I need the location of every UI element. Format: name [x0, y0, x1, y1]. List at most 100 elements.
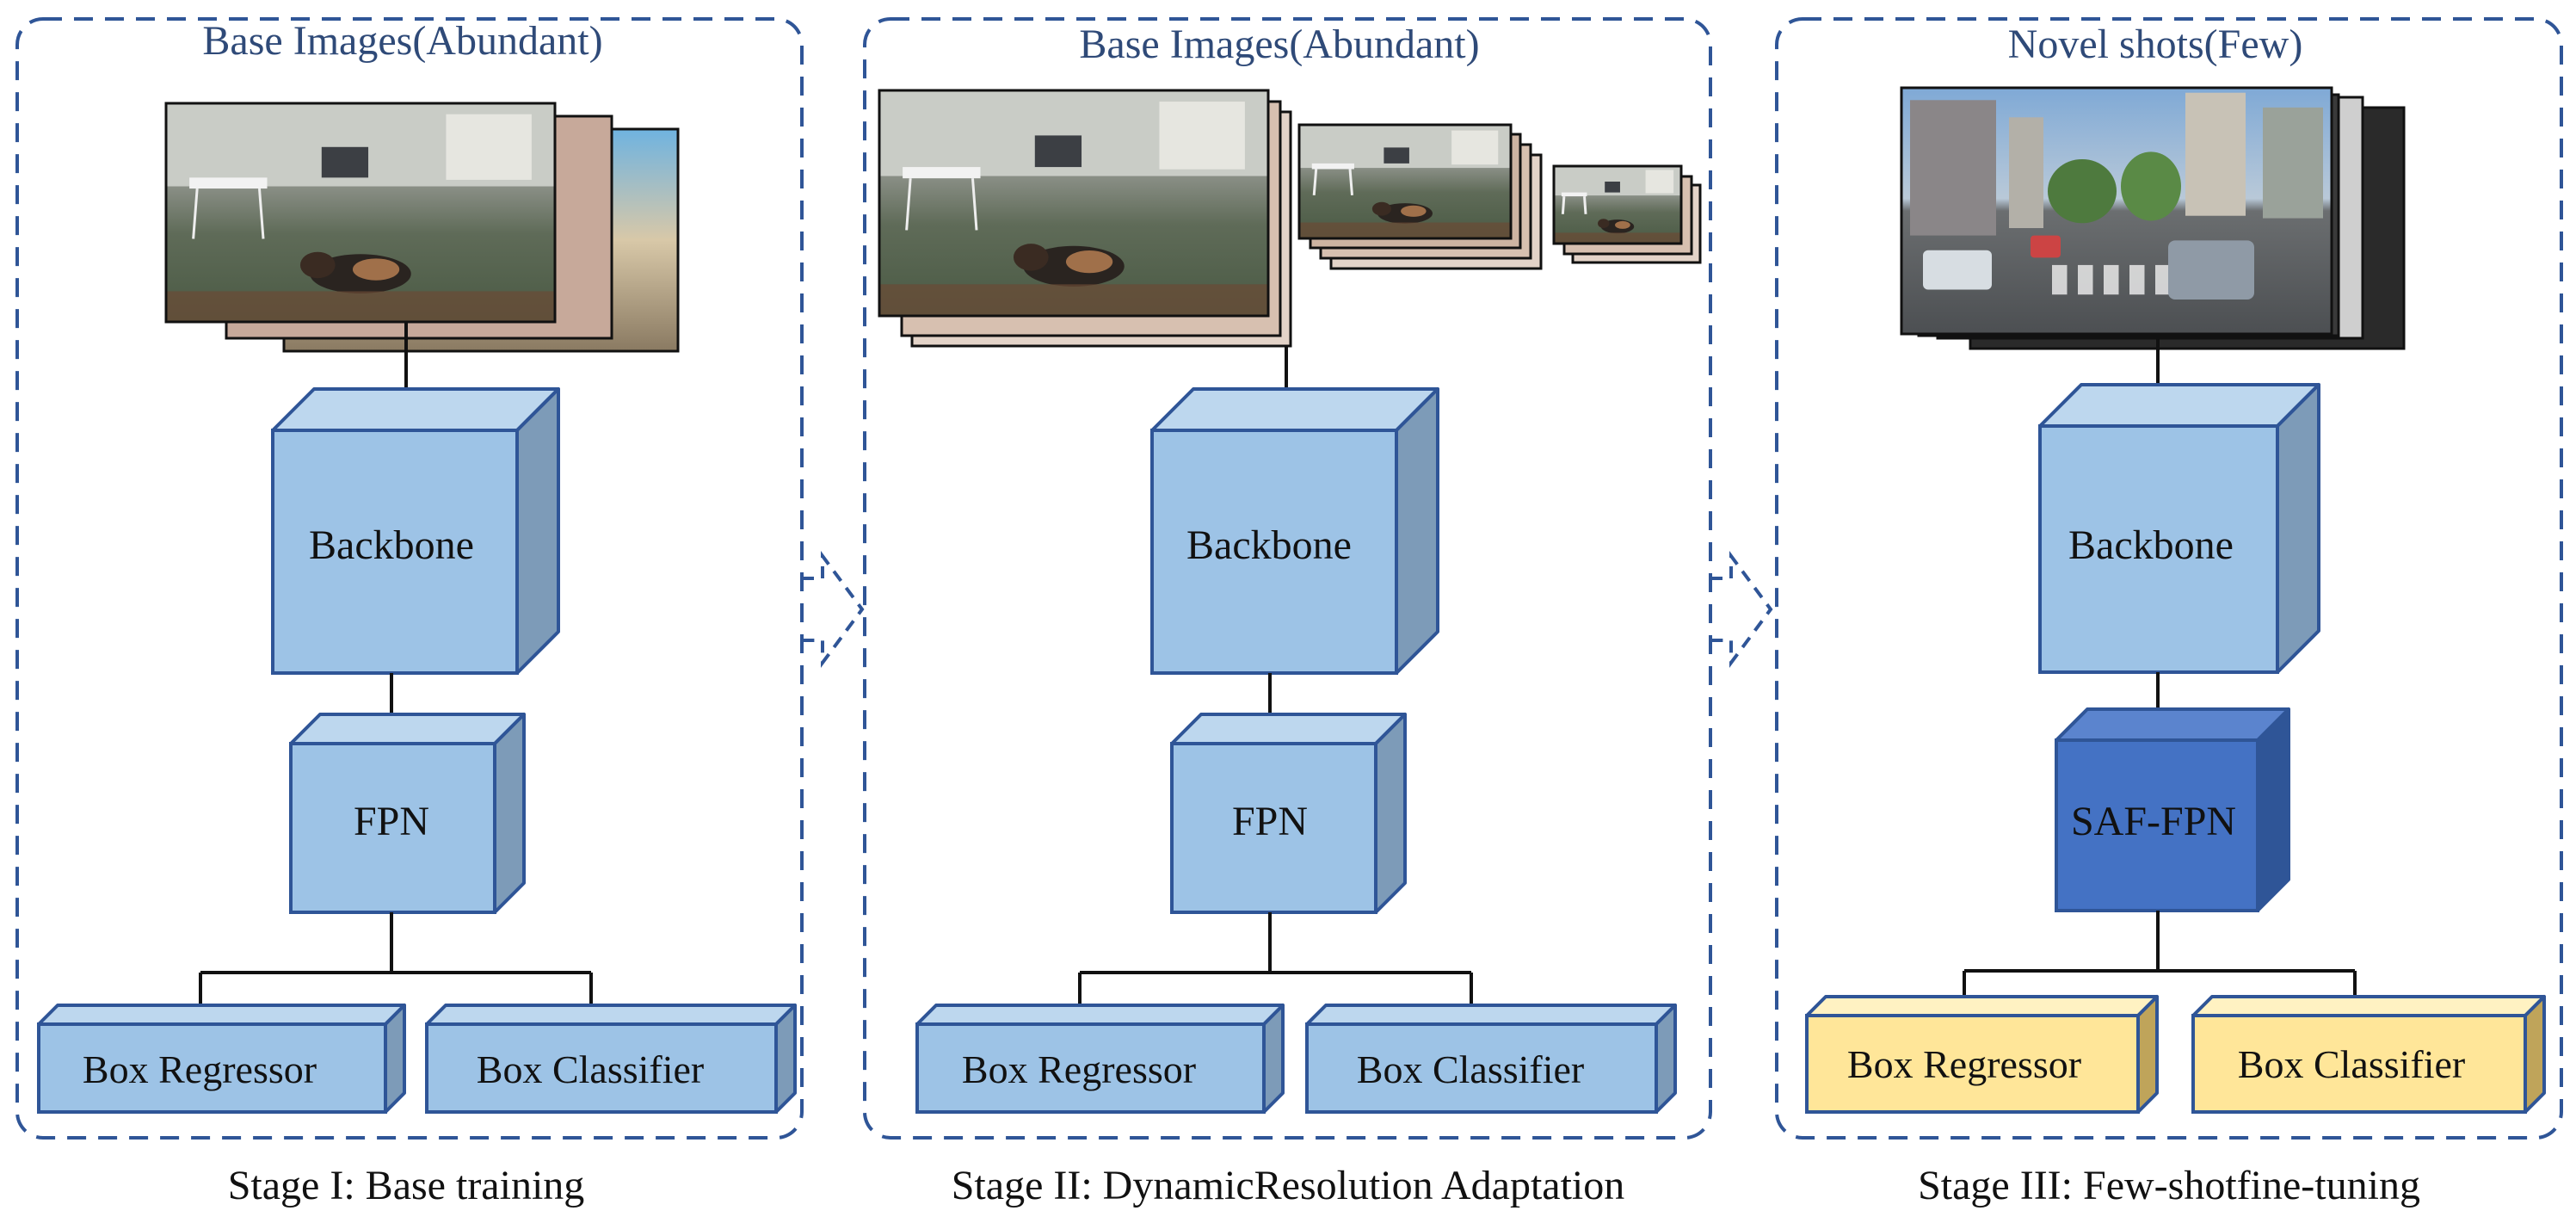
- panel-2-photo-small-table-leg: [1583, 195, 1587, 214]
- panel-2-photo-large-table: [903, 167, 981, 179]
- panel-2-classifier-block-top: [1305, 1004, 1677, 1026]
- panel-3-regressor-block-side: [2136, 995, 2159, 1114]
- panel-2-photo-small-border: [1552, 164, 1683, 245]
- panel-2-photo-small-table-leg: [1561, 195, 1566, 214]
- panel-1-photo-front-table-leg: [257, 188, 265, 239]
- panel-1-title: Base Images(Abundant): [202, 18, 603, 64]
- panel-3-photo-front-crosswalk: [2052, 264, 2068, 295]
- panel-2-photo-small-window: [1645, 170, 1674, 194]
- panel-1-photo-front-table-leg: [192, 188, 199, 239]
- panel-1-regressor-block-front: [37, 1022, 387, 1114]
- panel-2-classifier-block-front: [1305, 1022, 1658, 1114]
- panel-2-photo-large-table-leg: [971, 178, 978, 231]
- panel-3-regressor-label: Box Regressor: [1846, 1042, 2082, 1086]
- panel-2-fpn-block-side: [1374, 713, 1407, 914]
- panel-2-photo-small-dog-head: [1598, 219, 1610, 228]
- panel-1-photo-front-desk: [321, 146, 369, 178]
- panel-1-classifier-label: Box Classifier: [476, 1047, 705, 1091]
- panel-3-classifier-block-front: [2191, 1014, 2527, 1114]
- panel-3-backbone-label: Backbone: [2068, 522, 2234, 568]
- panel-1-classifier-block-front: [425, 1022, 778, 1114]
- panel-3-backbone-block-top: [2038, 383, 2320, 428]
- panel-3-regressor-block: [1805, 995, 2159, 1114]
- panel-2-classifier-block: [1305, 1004, 1677, 1114]
- panel-2-photo-medium-table-leg: [1312, 169, 1318, 195]
- dashed-arrow-icon: [802, 550, 865, 669]
- panel-2-photo-large-border: [878, 89, 1270, 318]
- panel-2-backbone-block-top: [1150, 387, 1439, 432]
- panel-1-image-stack: [164, 102, 680, 353]
- panel-3-photo-front: [1900, 86, 2333, 336]
- panel-2-photo-large-floor-edge: [879, 284, 1268, 316]
- panel-2-photo-medium: [1297, 123, 1513, 240]
- panel-1-classifier-block-top: [425, 1004, 797, 1026]
- panel-1-backbone-block-front: [271, 429, 519, 675]
- panel-2-regressor-block-top: [915, 1004, 1285, 1026]
- stage-3-caption: Stage III: Few-shotfine-tuning: [1918, 1163, 2420, 1208]
- panel-3-photo-front-tree: [2121, 151, 2181, 221]
- panel-1-photo-front-floor-edge: [166, 291, 555, 322]
- panel-2-photo-small-floor-edge: [1554, 232, 1681, 244]
- panel-2-fpn-block-front: [1170, 742, 1377, 914]
- panel-3-saf-fpn-label: SAF-FPN: [2070, 799, 2237, 844]
- stage-2-caption: Stage II: DynamicResolution Adaptation: [951, 1163, 1625, 1208]
- panel-2-image-stacks: [878, 89, 1702, 348]
- panel-1-fpn-block-top: [289, 713, 526, 745]
- panel-2-photo-small-desk: [1605, 182, 1620, 193]
- panel-1-backbone-block-side: [515, 387, 560, 675]
- panel-3-photo-front-crosswalk: [2155, 264, 2171, 295]
- panel-1-regressor-label: Box Regressor: [82, 1047, 317, 1091]
- panel-1-photo-front-dog-patch: [352, 258, 400, 281]
- panel-1-backbone-block-top: [271, 387, 560, 432]
- panel-1-regressor-block-side: [384, 1004, 406, 1114]
- panel-2-photo-medium-dog-head: [1371, 201, 1392, 216]
- panel-3-photo-front-building: [1910, 100, 1996, 236]
- panel-2-regressor-block: [915, 1004, 1285, 1114]
- panel-2-photo-large-table-leg: [905, 178, 912, 231]
- panel-2-photo-small-dog-patch: [1615, 220, 1630, 229]
- panel-1-regressor-block-top: [37, 1004, 406, 1026]
- panel-2-photo-large-window: [1159, 102, 1245, 170]
- panel-2-photo-medium-floor-edge: [1299, 222, 1511, 238]
- panel-3-backbone-block-side: [2276, 383, 2320, 674]
- stage-3-frame: [1775, 17, 2563, 1140]
- panel-2-backbone-block-side: [1395, 387, 1439, 675]
- panel-2-regressor-label: Box Regressor: [961, 1047, 1197, 1091]
- panel-3-saf-fpn-block: [2055, 707, 2290, 912]
- panel-1-fpn-block-front: [289, 742, 496, 914]
- panel-3-photo-front-crosswalk: [2078, 264, 2093, 295]
- panel-2-classifier-label: Box Classifier: [1356, 1047, 1585, 1091]
- panel-2-fpn-label: FPN: [1231, 799, 1309, 844]
- panel-3-title: Novel shots(Few): [2007, 22, 2303, 67]
- panel-2-backbone-block: [1150, 387, 1439, 675]
- panel-2-photo-medium-table: [1311, 163, 1354, 170]
- panel-1-backbone-block: [271, 387, 560, 675]
- panel-3-photo-front-tree: [2048, 158, 2117, 224]
- panel-2-photo-large-dog-patch: [1065, 250, 1113, 274]
- panel-2-photo-large-dog-head: [1013, 244, 1049, 271]
- panel-3-photo-front-building: [2263, 107, 2323, 219]
- panel-3-regressor-block-front: [1805, 1014, 2140, 1114]
- panel-1-photo-front: [164, 102, 557, 324]
- panel-2-backbone-label: Backbone: [1186, 522, 1352, 568]
- panel-2-backbone-block-front: [1150, 429, 1398, 675]
- panel-3-photo-front-border: [1900, 86, 2333, 336]
- panel-3-photo-front-car: [1923, 250, 1992, 290]
- panel-1-photo-front-border: [164, 102, 557, 324]
- panel-3-photo-front-crosswalk: [2129, 264, 2145, 295]
- panel-1-photo-front-window: [446, 114, 532, 180]
- dashed-arrow-icon: [1710, 550, 1773, 669]
- panel-3-classifier-block: [2191, 995, 2546, 1114]
- panel-3-photo-front-building: [2009, 117, 2043, 229]
- panel-2-fpn-block-top: [1170, 713, 1407, 745]
- panel-3-photo-front-car: [2031, 235, 2061, 258]
- panel-1-classifier-block: [425, 1004, 797, 1114]
- panel-1-backbone-label: Backbone: [309, 522, 474, 568]
- panel-2-regressor-block-front: [915, 1022, 1266, 1114]
- panel-1-photo-front-table: [189, 177, 268, 189]
- panel-3-classifier-block-side: [2524, 995, 2546, 1114]
- panel-2-photo-small: [1552, 164, 1683, 245]
- panel-2-photo-large-desk: [1034, 135, 1082, 168]
